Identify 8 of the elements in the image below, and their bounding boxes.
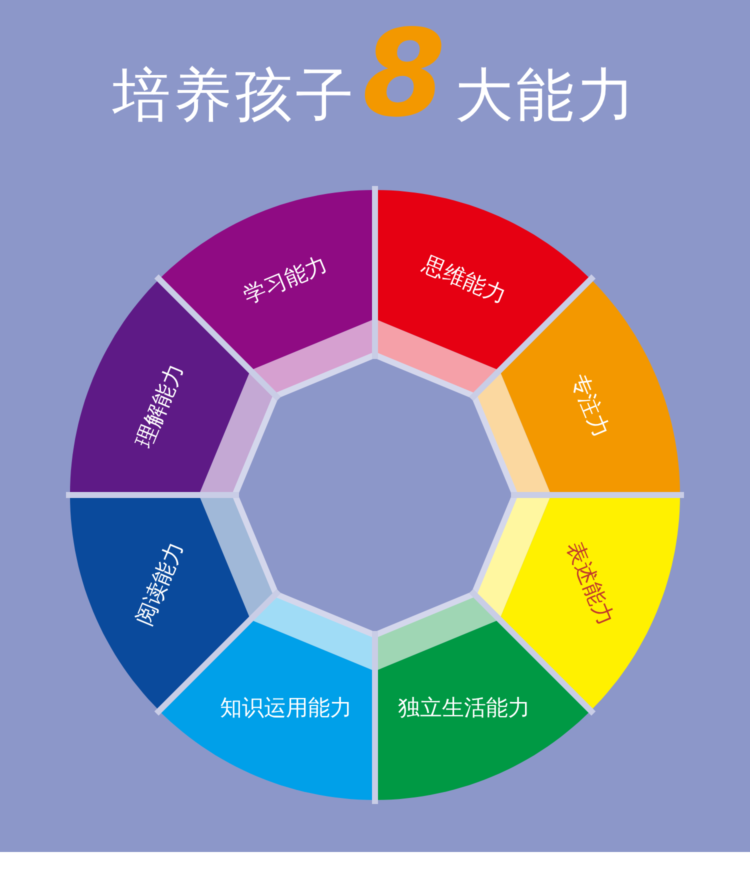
segment-label: 知识运用能力: [220, 696, 352, 722]
segment-label: 思维能力: [418, 252, 510, 310]
segment-label: 理解能力: [132, 360, 190, 452]
segment-label: 专注力: [564, 370, 614, 442]
segment-label: 阅读能力: [132, 538, 190, 630]
segment-label: 独立生活能力: [398, 696, 530, 722]
segment-label: 学习能力: [240, 252, 332, 310]
segment-label: 表述能力: [560, 538, 618, 630]
